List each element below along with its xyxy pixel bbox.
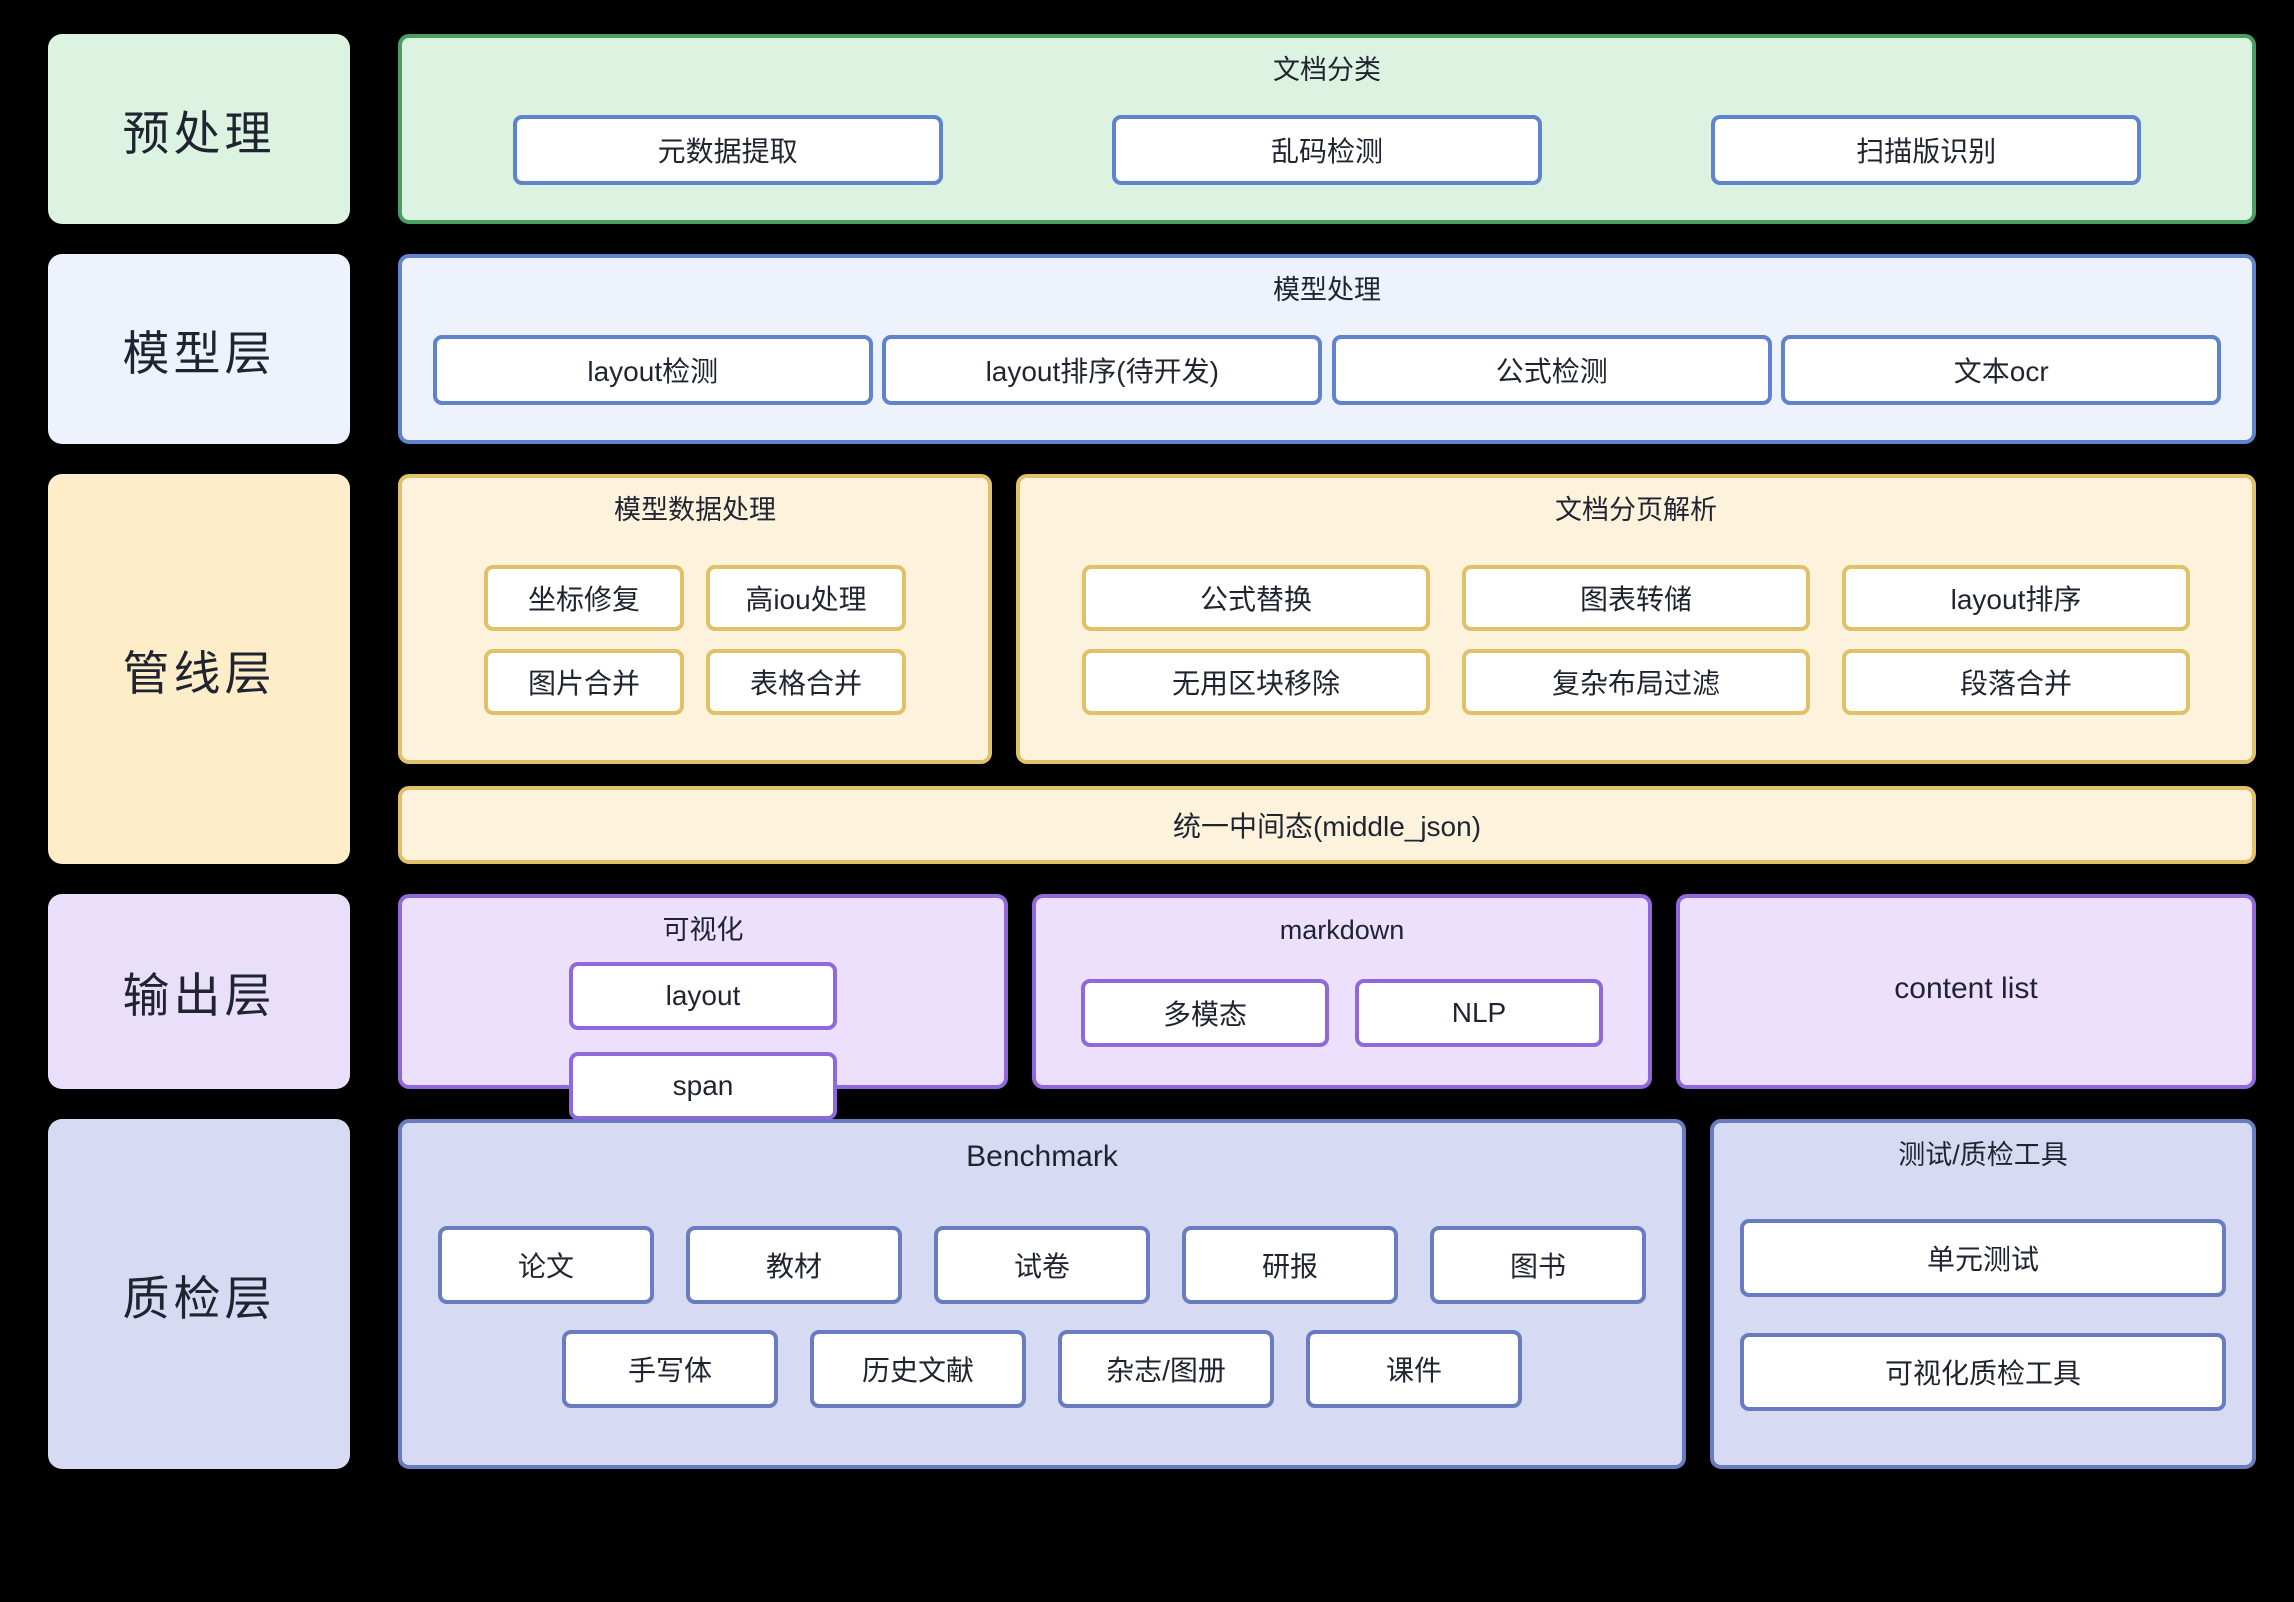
panel-title: content list — [1894, 971, 2038, 1005]
chip-handwriting[interactable]: 手写体 — [562, 1330, 778, 1408]
chip-formula-replacement[interactable]: 公式替换 — [1082, 565, 1430, 632]
chip-layout-ordering[interactable]: layout排序 — [1842, 565, 2190, 632]
layer-row-model: 模型层 模型处理 layout检测 layout排序(待开发) 公式检测 文本o… — [48, 254, 2256, 444]
panel-model-processing: 模型处理 layout检测 layout排序(待开发) 公式检测 文本ocr — [398, 254, 2256, 444]
chip-high-iou-processing[interactable]: 高iou处理 — [706, 565, 906, 632]
layer-label-pipeline: 管线层 — [48, 474, 350, 864]
chip-historical-document[interactable]: 历史文献 — [810, 1330, 1026, 1408]
layer-body-preprocess: 文档分类 元数据提取 乱码检测 扫描版识别 — [398, 34, 2256, 224]
panel-markdown: markdown 多模态 NLP — [1032, 894, 1652, 1089]
chip-chart-storage[interactable]: 图表转储 — [1462, 565, 1810, 632]
chip-coordinate-repair[interactable]: 坐标修复 — [484, 565, 684, 632]
chip-garbled-detection[interactable]: 乱码检测 — [1111, 115, 1542, 186]
panel-benchmark: Benchmark 论文 教材 试卷 研报 图书 手写体 历史文献 杂志/图册 … — [398, 1119, 1686, 1469]
chip-group: 单元测试 可视化质检工具 — [1740, 1187, 2226, 1443]
chip-book[interactable]: 图书 — [1430, 1226, 1646, 1304]
panel-test-qa-tools: 测试/质检工具 单元测试 可视化质检工具 — [1710, 1119, 2256, 1469]
layer-body-pipeline: 模型数据处理 坐标修复 高iou处理 图片合并 表格合并 文档分页解析 公式替换… — [398, 474, 2256, 864]
panel-document-page-parsing: 文档分页解析 公式替换 图表转储 layout排序 无用区块移除 复杂布局过滤 … — [1016, 474, 2256, 764]
chip-layout-detection[interactable]: layout检测 — [432, 335, 873, 406]
layer-body-model: 模型处理 layout检测 layout排序(待开发) 公式检测 文本ocr — [398, 254, 2256, 444]
panel-content-list: content list — [1676, 894, 2256, 1089]
layer-label-output: 输出层 — [48, 894, 350, 1089]
layer-row-quality: 质检层 Benchmark 论文 教材 试卷 研报 图书 手写体 历史文献 杂志… — [48, 1119, 2256, 1469]
chip-multimodal[interactable]: 多模态 — [1081, 978, 1329, 1047]
panel-document-classification: 文档分类 元数据提取 乱码检测 扫描版识别 — [398, 34, 2256, 224]
panel-title: 可视化 — [662, 915, 744, 945]
chip-complex-layout-filter[interactable]: 复杂布局过滤 — [1462, 649, 1810, 716]
chip-paragraph-merge[interactable]: 段落合并 — [1842, 649, 2190, 716]
chip-research-report[interactable]: 研报 — [1182, 1226, 1398, 1304]
chip-group: 元数据提取 乱码检测 扫描版识别 — [428, 102, 2226, 198]
chip-group: layout检测 layout排序(待开发) 公式检测 文本ocr — [428, 322, 2226, 418]
chip-image-merge[interactable]: 图片合并 — [484, 649, 684, 716]
layer-body-quality: Benchmark 论文 教材 试卷 研报 图书 手写体 历史文献 杂志/图册 … — [398, 1119, 2256, 1469]
chip-formula-detection[interactable]: 公式检测 — [1331, 335, 1772, 406]
chip-group: layout span — [428, 962, 978, 1121]
panel-title: 测试/质检工具 — [1898, 1140, 2068, 1170]
chip-group: 论文 教材 试卷 研报 图书 手写体 历史文献 杂志/图册 课件 — [428, 1191, 1656, 1443]
chip-textbook[interactable]: 教材 — [686, 1226, 902, 1304]
chip-useless-block-removal[interactable]: 无用区块移除 — [1082, 649, 1430, 716]
chip-group: 坐标修复 高iou处理 图片合并 表格合并 — [428, 542, 962, 738]
chip-text-ocr[interactable]: 文本ocr — [1781, 335, 2222, 406]
panel-title: 文档分类 — [1273, 55, 1381, 85]
panel-row-model: 模型处理 layout检测 layout排序(待开发) 公式检测 文本ocr — [398, 254, 2256, 444]
panel-visualization: 可视化 layout span — [398, 894, 1008, 1121]
panel-title: 文档分页解析 — [1555, 495, 1717, 525]
panel-row-pipeline: 模型数据处理 坐标修复 高iou处理 图片合并 表格合并 文档分页解析 公式替换… — [398, 474, 2256, 764]
chip-span[interactable]: span — [569, 1052, 837, 1121]
chip-group: 公式替换 图表转储 layout排序 无用区块移除 复杂布局过滤 段落合并 — [1046, 542, 2226, 738]
chip-nlp[interactable]: NLP — [1355, 978, 1603, 1047]
layer-label-quality: 质检层 — [48, 1119, 350, 1469]
chip-paper[interactable]: 论文 — [438, 1226, 654, 1304]
chip-group: 多模态 NLP — [1062, 962, 1622, 1063]
layer-row-preprocess: 预处理 文档分类 元数据提取 乱码检测 扫描版识别 — [48, 34, 2256, 224]
chip-layout[interactable]: layout — [569, 962, 837, 1031]
chip-exam[interactable]: 试卷 — [934, 1226, 1150, 1304]
panel-row-quality: Benchmark 论文 教材 试卷 研报 图书 手写体 历史文献 杂志/图册 … — [398, 1119, 2256, 1469]
unified-middle-json-bar: 统一中间态(middle_json) — [398, 786, 2256, 864]
chip-table-merge[interactable]: 表格合并 — [706, 649, 906, 716]
panel-row-output: 可视化 layout span markdown 多模态 NLP content… — [398, 894, 2256, 1121]
panel-title: 模型处理 — [1273, 275, 1381, 305]
panel-title: 模型数据处理 — [614, 495, 776, 525]
layer-row-pipeline: 管线层 模型数据处理 坐标修复 高iou处理 图片合并 表格合并 文档分页解析 … — [48, 474, 2256, 864]
panel-title: Benchmark — [966, 1140, 1118, 1173]
panel-row-preprocess: 文档分类 元数据提取 乱码检测 扫描版识别 — [398, 34, 2256, 224]
panel-model-data-processing: 模型数据处理 坐标修复 高iou处理 图片合并 表格合并 — [398, 474, 992, 764]
chip-metadata-extraction[interactable]: 元数据提取 — [512, 115, 943, 186]
chip-unit-test[interactable]: 单元测试 — [1740, 1219, 2226, 1298]
chip-visual-qa-tool[interactable]: 可视化质检工具 — [1740, 1333, 2226, 1412]
chip-magazine-album[interactable]: 杂志/图册 — [1058, 1330, 1274, 1408]
layer-label-model: 模型层 — [48, 254, 350, 444]
layer-label-preprocess: 预处理 — [48, 34, 350, 224]
layer-body-output: 可视化 layout span markdown 多模态 NLP content… — [398, 894, 2256, 1121]
panel-title: markdown — [1279, 915, 1405, 945]
chip-layout-ordering[interactable]: layout排序(待开发) — [882, 335, 1323, 406]
layer-row-output: 输出层 可视化 layout span markdown 多模态 NLP — [48, 894, 2256, 1121]
chip-courseware[interactable]: 课件 — [1306, 1330, 1522, 1408]
chip-scanned-recognition[interactable]: 扫描版识别 — [1711, 115, 2142, 186]
